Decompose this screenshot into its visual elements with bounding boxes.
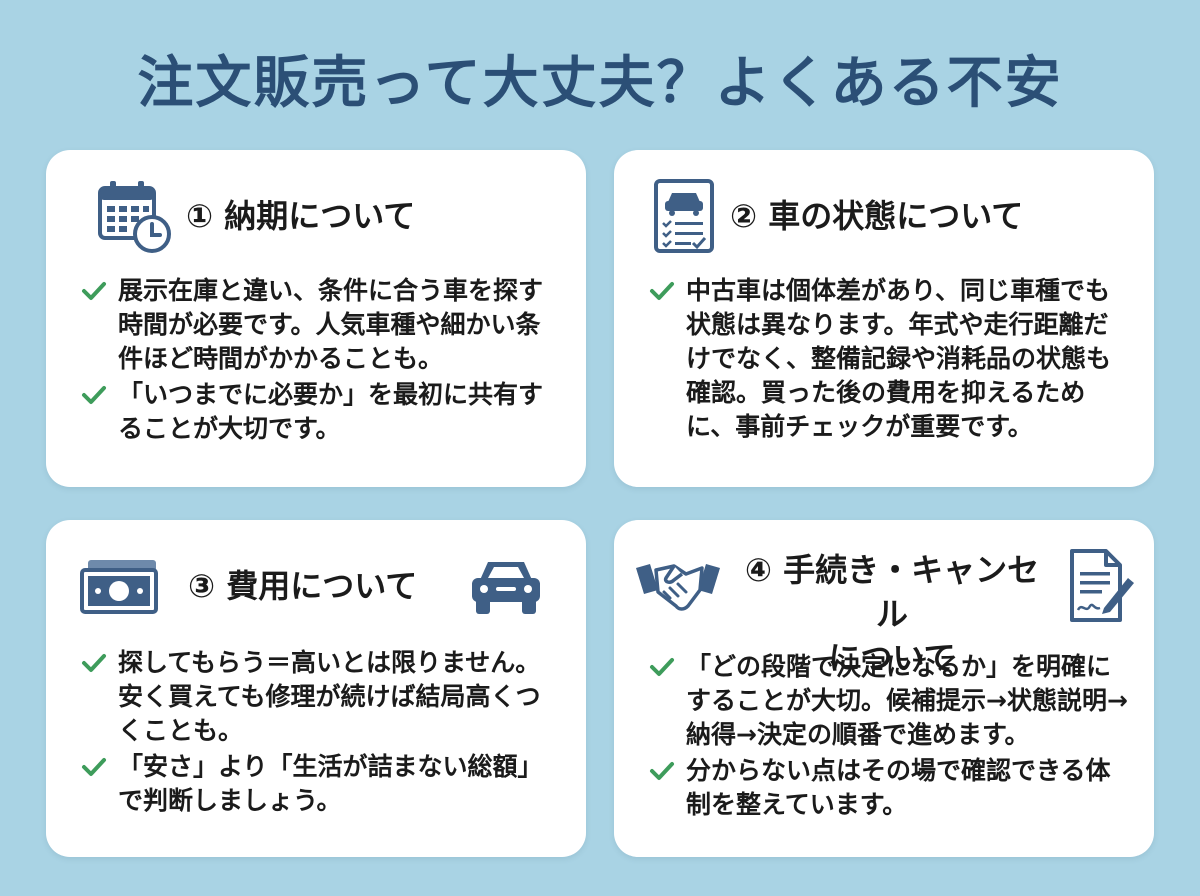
list-item: 展示在庫と違い、条件に合う車を探す時間が必要です。人気車種や細かい条件ほど時間が… xyxy=(80,274,564,376)
check-icon xyxy=(82,386,106,404)
check-icon xyxy=(82,282,106,300)
card-cost: ③ 費用について 探してもらう＝高いとは限りません。安く買えても修理が続けば結局… xyxy=(46,520,586,857)
handshake-icon xyxy=(636,564,720,611)
list-item: 探してもらう＝高いとは限りません。安く買えても修理が続けば結局高くつくことも。 xyxy=(80,646,564,748)
list-item: 中古車は個体差があり、同じ車種でも状態は異なります。年式や走行距離だけでなく、整… xyxy=(648,274,1132,444)
calendar-clock-icon xyxy=(98,181,171,253)
card-delivery: ① 納期について 展示在庫と違い、条件に合う車を探す時間が必要です。人気車種や細… xyxy=(46,150,586,487)
list-item: 「どの段階で決定になるか」を明確にすることが大切。候補提示→状態説明→納得→決定… xyxy=(648,650,1132,752)
list-item: 分からない点はその場で確認できる体制を整えています。 xyxy=(648,754,1132,822)
card-heading: ④ 手続き・キャンセル について xyxy=(732,548,1052,680)
card-items: 展示在庫と違い、条件に合う車を探す時間が必要です。人気車種や細かい条件ほど時間が… xyxy=(80,274,564,446)
list-item: 「安さ」より「生活が詰まない総額」で判断しましょう。 xyxy=(80,750,564,818)
list-item: 「いつまでに必要か」を最初に共有することが大切です。 xyxy=(80,378,564,446)
card-heading: ② 車の状態について xyxy=(730,197,1024,235)
card-heading: ① 納期について xyxy=(186,197,416,235)
card-items: 探してもらう＝高いとは限りません。安く買えても修理が続けば結局高くつくことも。 … xyxy=(80,646,564,818)
card-heading: ③ 費用について xyxy=(188,567,418,605)
page-title: 注文販売って大丈夫？よくある不安 xyxy=(137,51,1063,116)
card-heading-line1: ④ 手続き・キャンセル xyxy=(744,551,1040,633)
card-heading-line2: について xyxy=(828,639,956,677)
car-checklist-icon xyxy=(654,179,714,253)
banknote-icon xyxy=(80,560,158,614)
check-icon xyxy=(650,282,674,300)
card-items: 中古車は個体差があり、同じ車種でも状態は異なります。年式や走行距離だけでなく、整… xyxy=(648,274,1132,444)
check-icon xyxy=(650,658,674,676)
card-items: 「どの段階で決定になるか」を明確にすることが大切。候補提示→状態説明→納得→決定… xyxy=(648,650,1132,822)
check-icon xyxy=(82,654,106,672)
check-icon xyxy=(650,762,674,780)
check-icon xyxy=(82,758,106,776)
car-icon xyxy=(472,562,540,614)
contract-document-icon xyxy=(1070,549,1134,622)
card-procedure: ④ 手続き・キャンセル について 「どの段階で決定になるか」を明確にすることが大… xyxy=(614,520,1154,857)
card-condition: ② 車の状態について 中古車は個体差があり、同じ車種でも状態は異なります。年式や… xyxy=(614,150,1154,487)
